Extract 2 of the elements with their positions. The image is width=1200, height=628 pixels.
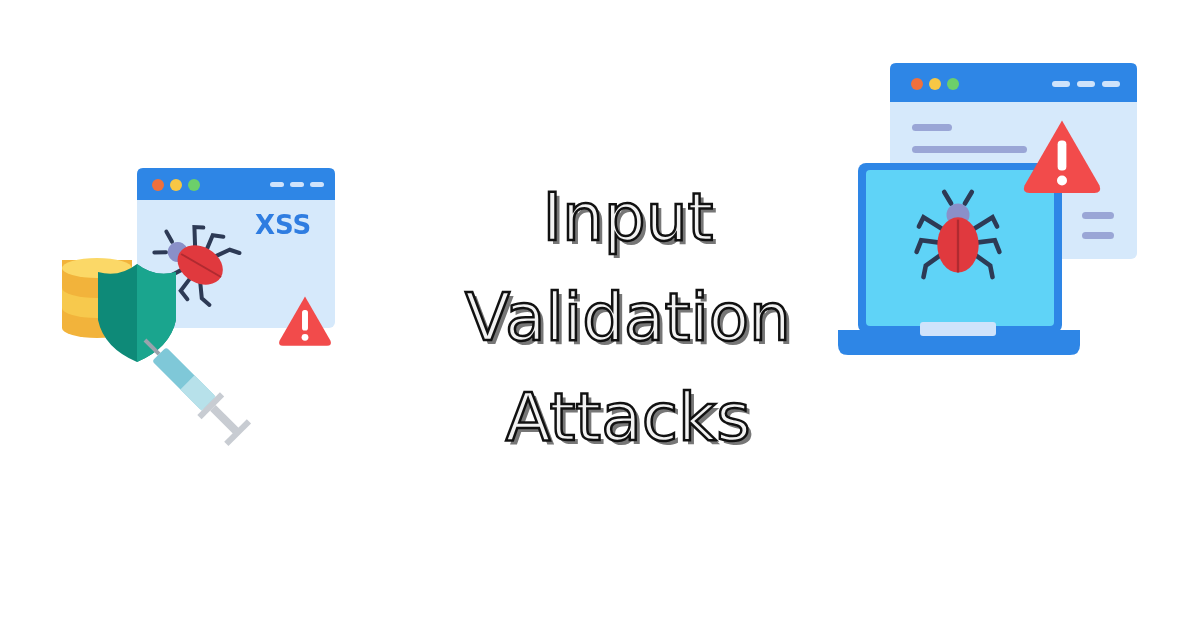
title: Input Validation Attacks bbox=[465, 178, 791, 458]
xss-label: XSS bbox=[255, 210, 312, 240]
